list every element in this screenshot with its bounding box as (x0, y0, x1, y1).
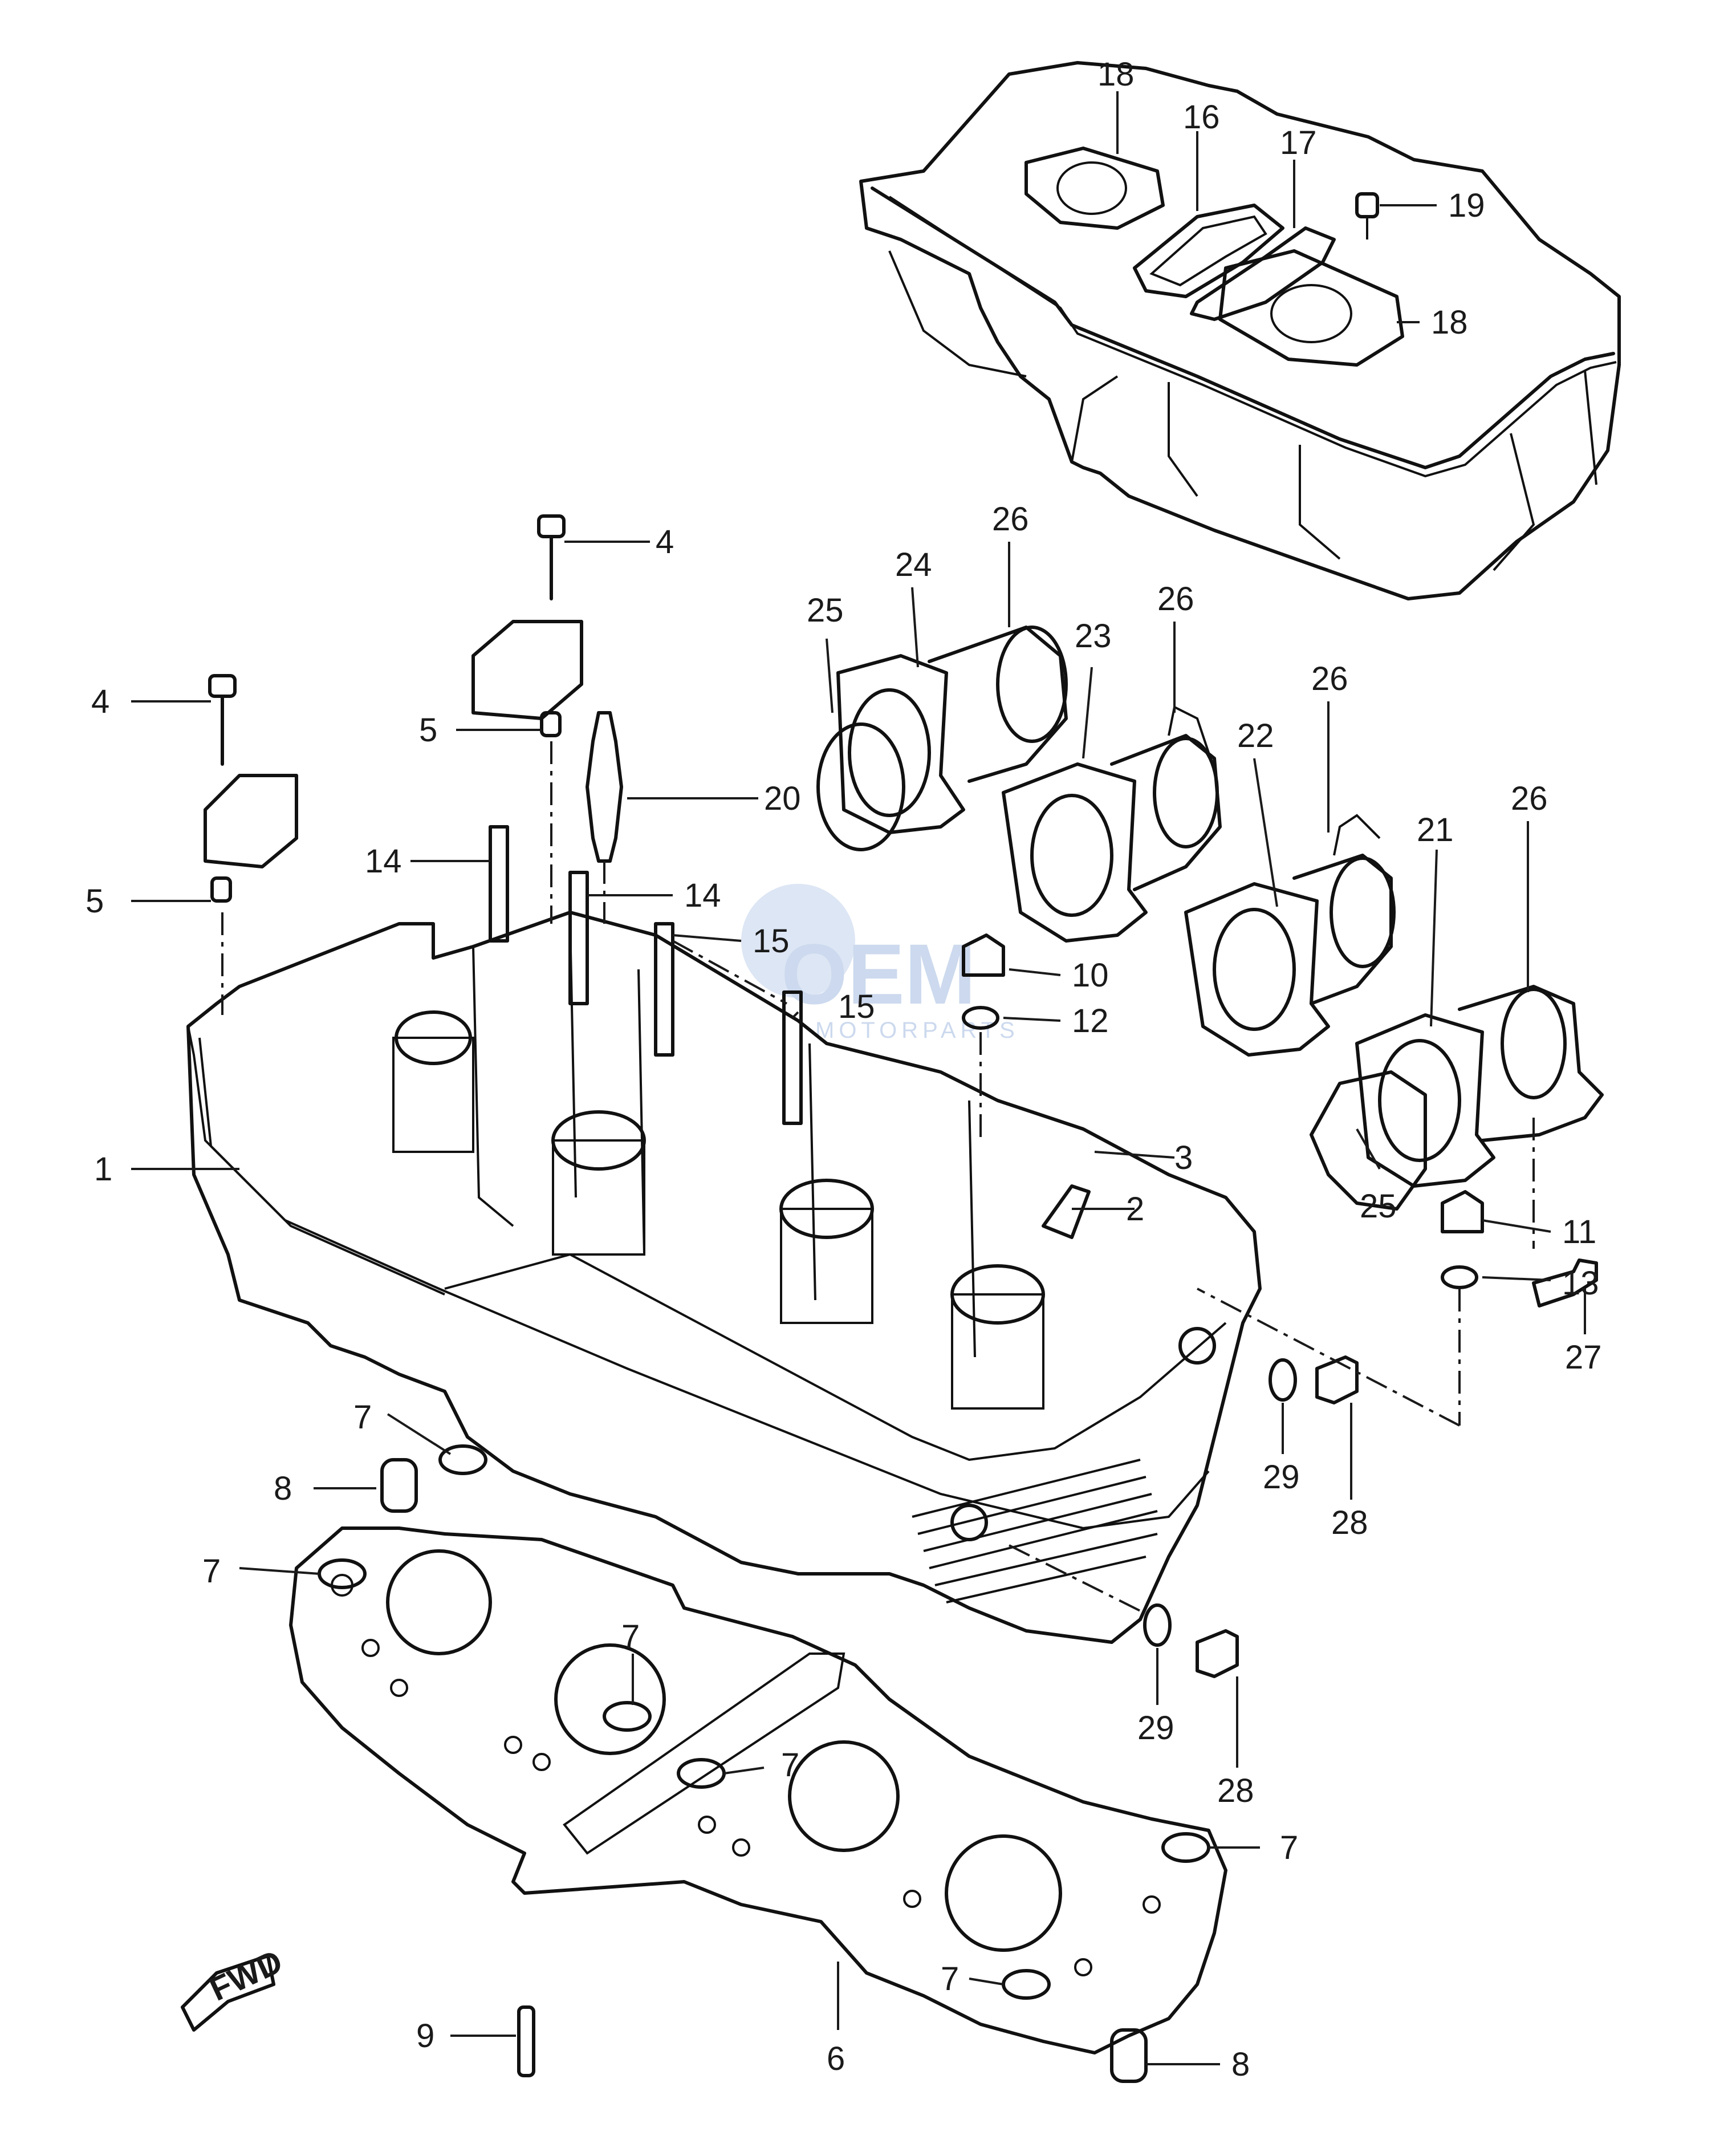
callout-16: 16 (1183, 99, 1220, 136)
callout-4-lower: 4 (91, 683, 109, 720)
callout-28-lower: 28 (1217, 1772, 1254, 1809)
callout-8-a: 8 (274, 1470, 292, 1507)
callout-21: 21 (1417, 811, 1454, 848)
callout-6: 6 (827, 2040, 845, 2077)
callout-2: 2 (1126, 1191, 1144, 1228)
callout-17: 17 (1280, 124, 1317, 161)
watermark-brand: OEM (781, 926, 976, 1022)
callout-26-a: 26 (992, 501, 1029, 538)
callout-8-b: 8 (1231, 2046, 1250, 2083)
callout-18-upper: 18 (1097, 56, 1135, 93)
callout-7-e: 7 (1280, 1829, 1298, 1866)
leader-lines (131, 91, 1586, 2065)
callout-20: 20 (764, 780, 801, 817)
callout-7-d: 7 (781, 1747, 799, 1784)
callout-14-right: 14 (684, 877, 721, 914)
head-gasket (289, 1444, 1227, 2083)
callout-25-left: 25 (807, 592, 844, 629)
callout-5-upper: 5 (419, 712, 437, 749)
callout-12: 12 (1072, 1002, 1109, 1040)
callout-15-lower: 15 (838, 988, 875, 1025)
callout-7-a: 7 (353, 1399, 372, 1436)
callout-7-b: 7 (202, 1553, 221, 1590)
callout-22: 22 (1237, 717, 1274, 754)
callout-10: 10 (1072, 957, 1109, 994)
callout-19: 19 (1448, 187, 1485, 224)
callout-7-c: 7 (621, 1618, 640, 1655)
callout-29-upper: 29 (1263, 1459, 1300, 1496)
callout-18-lower: 18 (1431, 304, 1468, 341)
callout-11: 11 (1562, 1213, 1596, 1250)
callout-24: 24 (895, 546, 932, 583)
callout-29-lower: 29 (1137, 1710, 1174, 1747)
callout-15-upper: 15 (753, 923, 790, 960)
camshaft-holders (204, 514, 1484, 1678)
callout-14-left: 14 (365, 843, 402, 880)
cylinder-head-cover (859, 61, 1621, 600)
callout-9: 9 (416, 2017, 434, 2055)
callout-26-b: 26 (1157, 580, 1194, 618)
callout-25-right: 25 (1360, 1188, 1397, 1225)
callout-1: 1 (94, 1151, 112, 1188)
callout-28-upper: 28 (1331, 1504, 1368, 1541)
fwd-label: FWD (204, 1943, 288, 2008)
watermark-globe-icon (741, 884, 855, 998)
callout-labels: 1 2 3 4 4 5 5 6 7 7 7 7 7 7 8 8 9 10 11 … (86, 56, 1602, 2083)
callout-27: 27 (1565, 1339, 1602, 1376)
callout-3: 3 (1174, 1139, 1193, 1176)
watermark: OEM MOTORPARTS (741, 884, 1015, 1043)
intake-pipes (816, 626, 1604, 1308)
callout-5-lower: 5 (86, 883, 104, 920)
callout-13: 13 (1562, 1265, 1599, 1302)
callout-4-upper: 4 (656, 523, 674, 561)
callout-7-f: 7 (941, 1960, 959, 1997)
callout-26-d: 26 (1511, 780, 1548, 817)
fwd-arrow-icon: FWD (181, 1943, 288, 2032)
callout-23: 23 (1075, 618, 1112, 655)
callout-26-c: 26 (1311, 660, 1348, 697)
